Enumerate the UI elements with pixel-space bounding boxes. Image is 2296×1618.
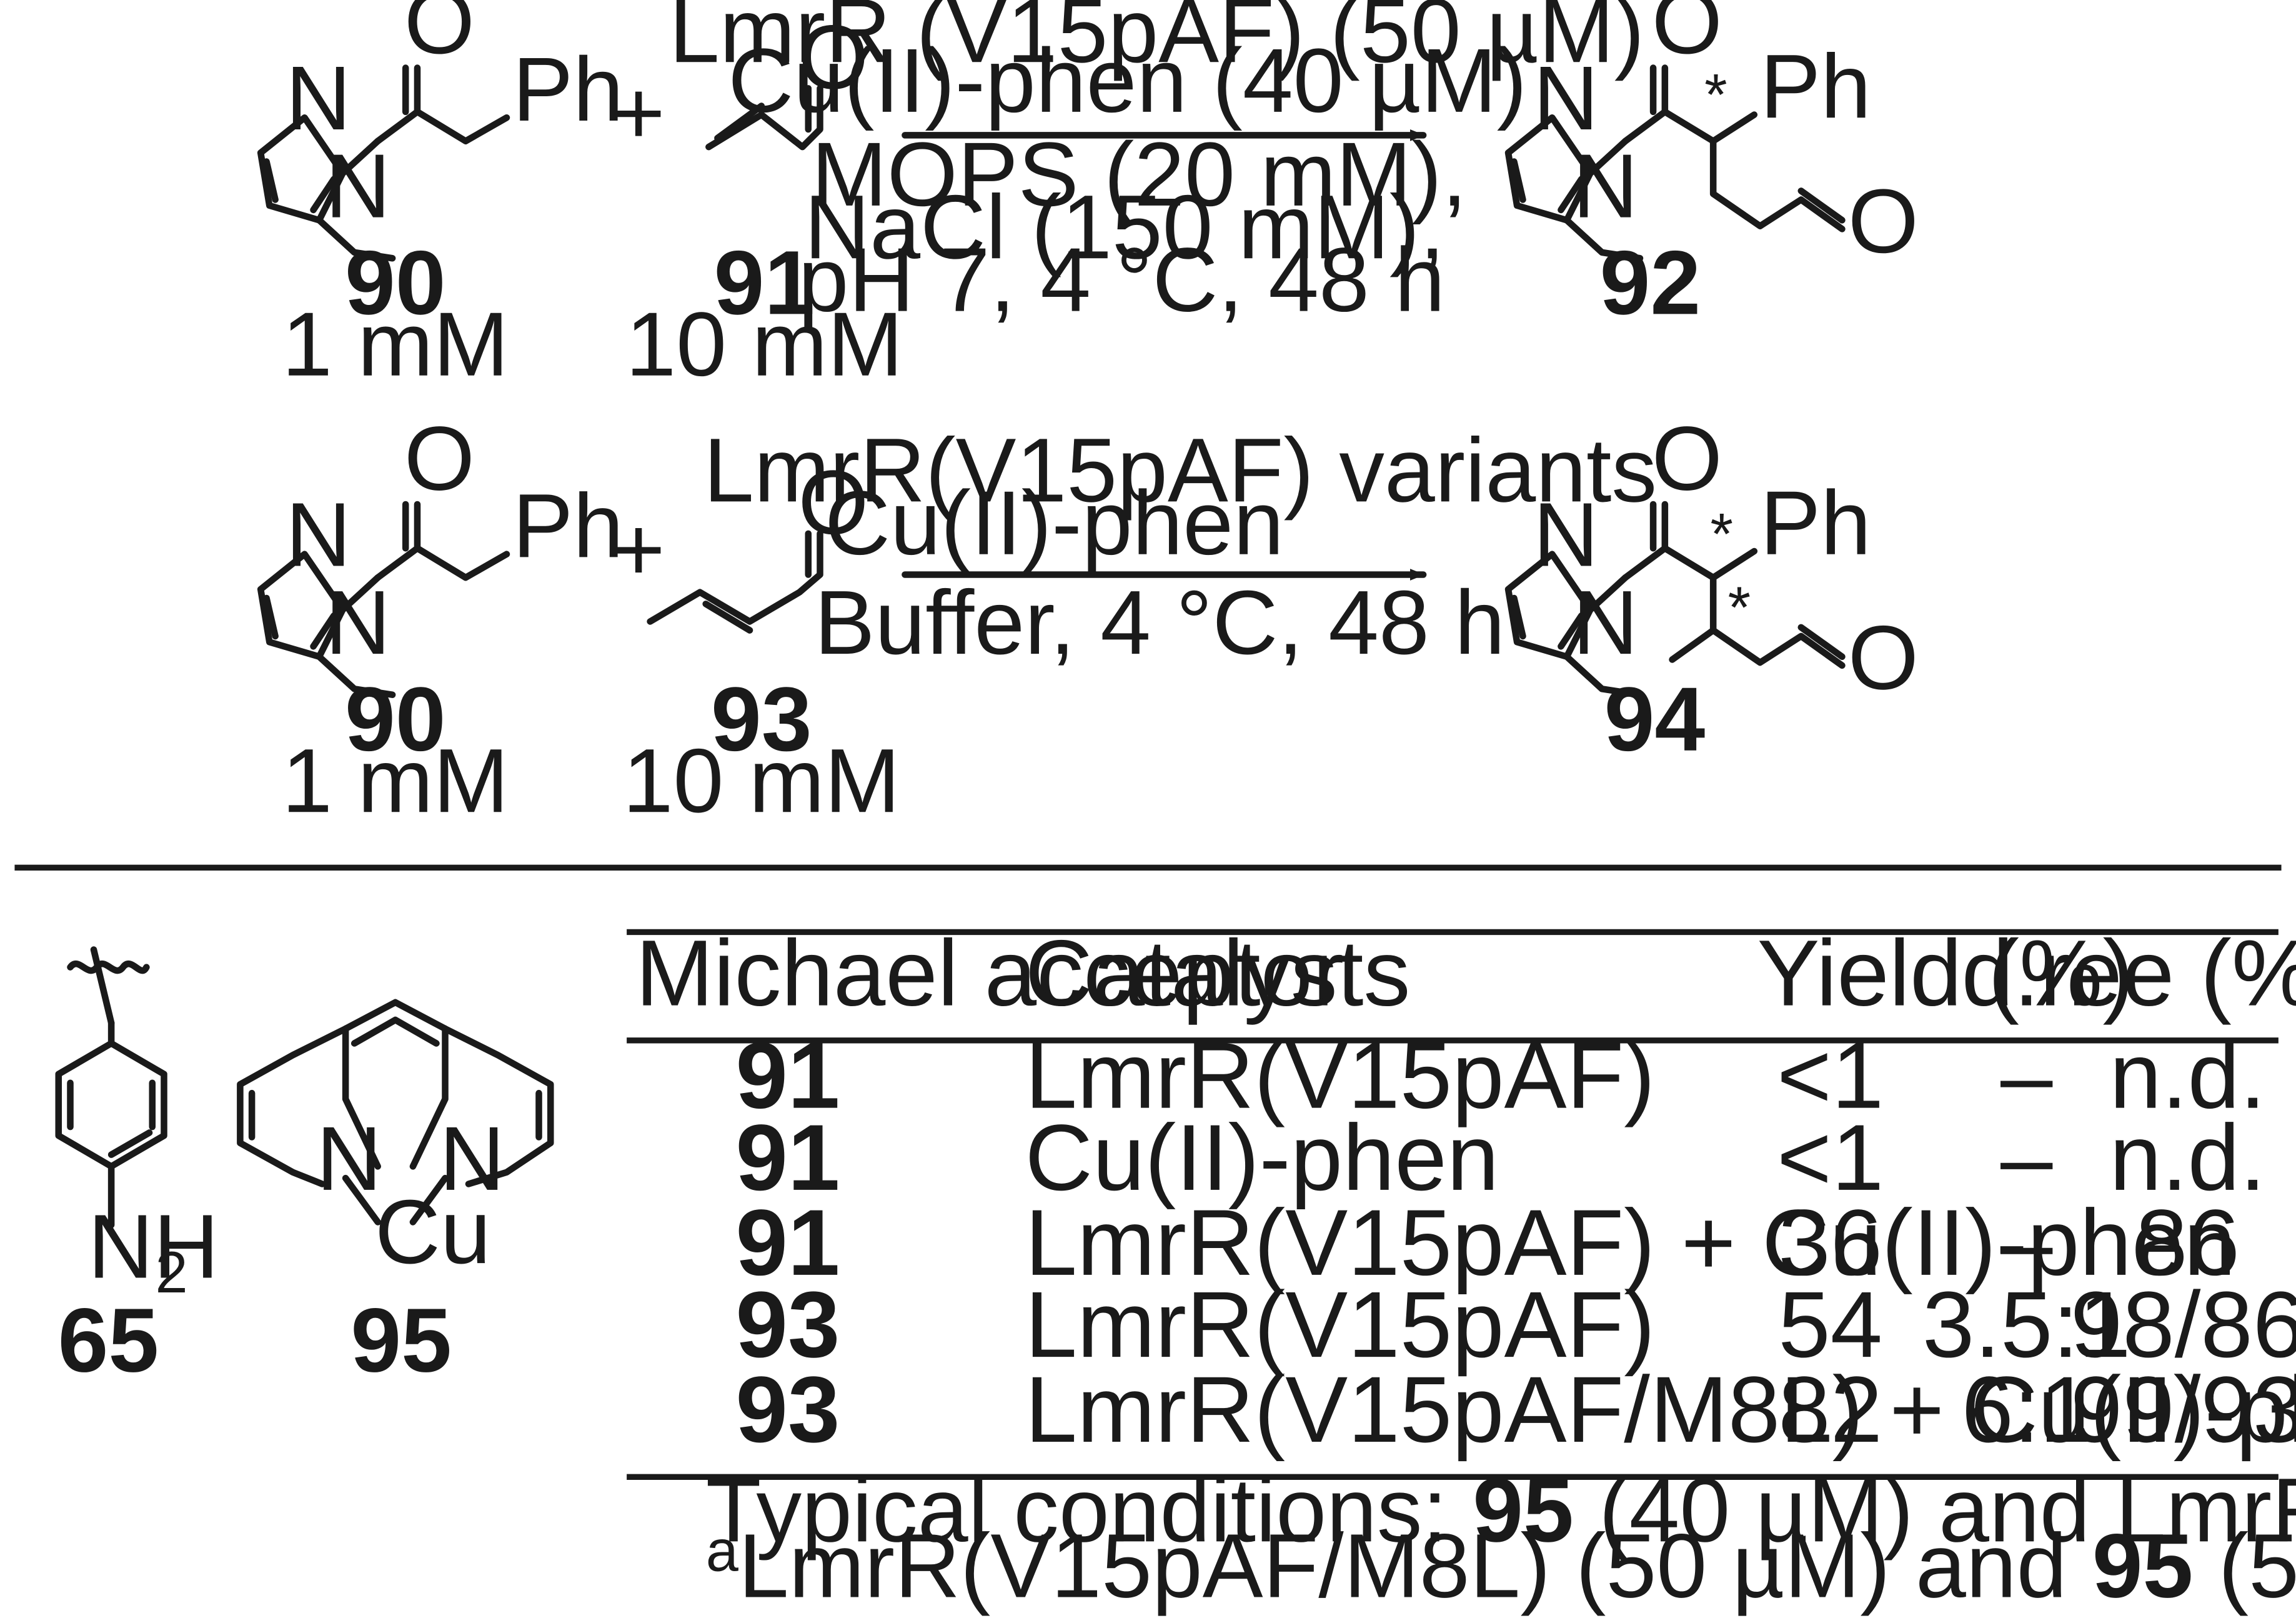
atom-o: O [798,6,868,107]
table-row: 93 LmrR(V15pAF/M8L) + Cu(II)-phena 82 6:… [736,1357,2296,1462]
cell-ee: 99/93 [2070,1357,2296,1462]
atom-n: N [325,135,390,237]
column-header: Catalysts [1025,921,1411,1026]
cell-dr: – [2000,1023,2053,1128]
concentration-91: 10 mM [625,293,903,395]
cell-catalyst: LmrR(V15pAF) [1025,1272,1656,1377]
condition-line: Cu(II)-phen (40 µM) [728,29,1527,131]
cell-catalyst: LmrR(V15pAF) [1025,1023,1656,1128]
compound-label-93: 93 [711,668,812,770]
compound-95-structure: N N Cu [237,999,554,1282]
atom-n: N [286,47,351,149]
results-table: Michael acceptor Catalysts Yield (%) d.r… [627,921,2296,1480]
plus-sign: + [612,498,665,600]
atom-o: O [404,407,475,509]
condition-line: Buffer, 4 °C, 48 h [815,571,1505,673]
condition-line: Cu(II)-phen [825,472,1284,574]
atom-ph: Ph [512,38,624,140]
atom-n: N [316,1107,382,1209]
atom-cu: Cu [375,1181,491,1282]
compound-label-92: 92 [1600,231,1701,333]
atom-n: N [1573,135,1638,237]
cell-acceptor: 91 [736,1023,840,1128]
atom-n: N [325,571,390,673]
stereocenter-star: * [1704,62,1727,127]
atom-o: O [1652,0,1722,72]
cell-yield: <1 [1777,1023,1884,1128]
compound-label-95: 95 [350,1289,452,1391]
column-header: Michael acceptor [635,921,1344,1026]
compound-94-structure: O N N Ph * * O [1508,407,1919,708]
concentration-93: 10 mM [623,729,900,831]
compound-91-structure: O [705,6,868,151]
table-row: 93 LmrR(V15pAF) 54 3.5:1 98/86 [736,1272,2296,1377]
compound-label-90: 90 [345,231,446,333]
atom-ph: Ph [1760,35,1871,137]
compound-label-91: 91 [714,231,815,333]
concentration-90: 1 mM [282,729,509,831]
cell-yield: <1 [1777,1105,1884,1210]
cell-dr: – [2000,1190,2053,1295]
stereocenter-star: * [1728,574,1751,640]
table-footnote-line-2: aLmrR(V15pAF/M8L) (50 µM) and 95 (50 µM)… [706,1514,2296,1616]
column-header: ee (%) [2070,921,2296,1026]
compound-93-structure: O [647,451,868,634]
condition-line: LmrR(V15pAF) variants [703,419,1657,521]
atom-nh2: NH [88,1196,219,1297]
cell-yield: 82 [1778,1357,1882,1462]
atom-n: N [1533,47,1599,149]
cell-acceptor: 93 [736,1272,840,1377]
atom-ph: Ph [1760,472,1871,574]
column-header: Yield (%) [1757,921,2134,1026]
compound-65-structure: NH 2 [55,946,219,1305]
compound-label-65: 65 [58,1289,159,1391]
column-header: d.r. [1962,921,2092,1026]
condition-line: LmrR (V15pAF) (50 µM) [669,0,1644,81]
plus-sign: + [612,61,665,163]
atom-n: N [1573,571,1638,673]
cell-ee: 98/86 [2070,1272,2296,1377]
atom-n: N [1533,483,1599,585]
cell-acceptor: 91 [736,1105,840,1210]
table-row: 91 LmrR(V15pAF) + Cu(II)-phen 36 – 86 [736,1190,2240,1295]
cell-acceptor: 93 [736,1357,840,1462]
cell-ee: n.d. [2109,1105,2265,1210]
concentration-90: 1 mM [282,293,509,395]
cell-yield: 36 [1778,1190,1882,1295]
condition-line: NaCl (150 mM), [804,176,1444,277]
atom-o: O [1652,407,1722,509]
atom-n: N [286,483,351,585]
atom-o: O [798,451,868,553]
compound-90-structure: O N N Ph [261,407,624,695]
cell-catalyst: Cu(II)-phen [1025,1105,1499,1210]
atom-o: O [1848,606,1919,708]
condition-line: MOPS (20 mM), [812,123,1467,225]
cell-catalyst: LmrR(V15pAF/M8L) + Cu(II)-phena [1025,1357,2296,1462]
table-row: 91 Cu(II)-phen <1 – n.d. [736,1105,2266,1210]
condition-line: pH 7, 4 °C, 48 h [798,229,1445,331]
cell-dr: 3.5:1 [1922,1272,2131,1377]
atom-o: O [404,0,475,72]
cell-dr: 6:1 [1961,1357,2092,1462]
cell-ee: 86 [2135,1190,2240,1295]
table-row: 91 LmrR(V15pAF) <1 – n.d. [736,1023,2266,1128]
atom-n: N [439,1107,505,1209]
cell-dr: – [2000,1105,2053,1210]
compound-label-90: 90 [345,668,446,770]
scheme-1: O N N Ph 90 1 mM + O 91 10 mM LmrR (V15p… [261,0,1919,395]
atom-o: O [1848,170,1919,272]
scheme-2: O N N Ph 90 1 mM + O 93 10 mM LmrR(V15pA… [261,407,1919,831]
cell-acceptor: 91 [736,1190,840,1295]
compound-label-94: 94 [1604,668,1706,770]
atom-ph: Ph [512,474,624,576]
compound-90-structure: O N N Ph [261,0,624,258]
table-footnote-line-1: Typical conditions: 95 (40 µM) and LmrR(… [706,1459,2296,1561]
cell-catalyst: LmrR(V15pAF) + Cu(II)-phen [1025,1190,2236,1295]
stereocenter-star: * [1711,501,1733,567]
cell-yield: 54 [1778,1272,1882,1377]
compound-92-structure: O N N Ph * O [1508,0,1919,272]
cell-ee: n.d. [2109,1023,2265,1128]
subscript-2: 2 [155,1239,187,1305]
